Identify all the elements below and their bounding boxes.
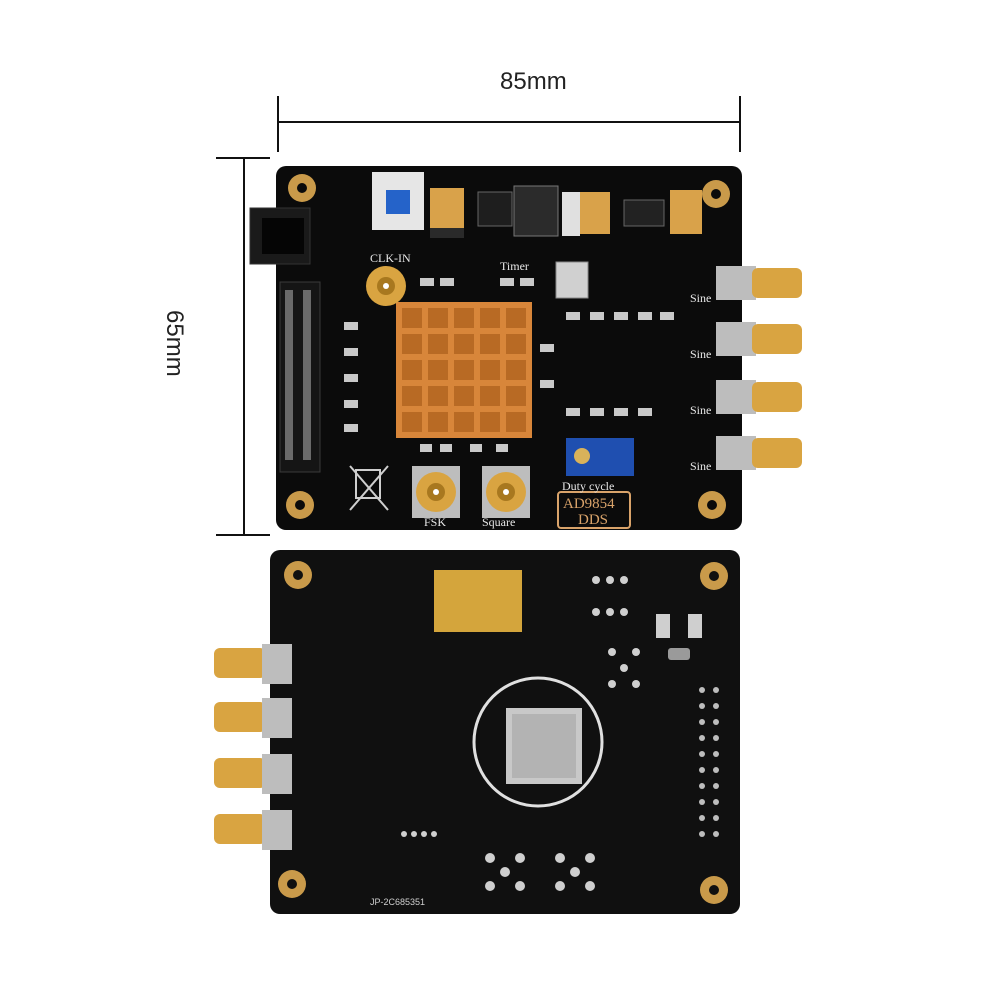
duty-cycle-label: Duty cycle bbox=[562, 479, 614, 493]
clk-in-sma-connector bbox=[366, 266, 406, 306]
sine-sma-connectors bbox=[716, 266, 802, 470]
clk-in-label: CLK-IN bbox=[370, 251, 411, 265]
timer-label: Timer bbox=[500, 259, 529, 273]
sine-4-label: Sine bbox=[690, 459, 711, 473]
fsk-label: FSK bbox=[424, 515, 446, 529]
back-sma-connectors bbox=[214, 644, 292, 850]
width-dimension-line bbox=[277, 96, 741, 152]
square-sma-connector bbox=[482, 466, 530, 518]
duty-cycle-potentiometer bbox=[566, 438, 634, 476]
heatsink bbox=[396, 302, 532, 438]
front-board: CLK-IN Timer Sine Sine Sine Sine FSK Squ… bbox=[249, 166, 802, 530]
sine-3-label: Sine bbox=[690, 403, 711, 417]
chip-logo-box bbox=[557, 491, 631, 529]
gold-pad bbox=[434, 570, 522, 632]
back-header-pads bbox=[699, 687, 719, 837]
chip-name-label: AD9854 bbox=[563, 496, 615, 512]
height-dimension-line bbox=[216, 157, 270, 536]
serial-number-label: JP-2C685351 bbox=[370, 897, 425, 907]
fsk-sma-connector bbox=[412, 466, 460, 518]
sine-1-label: Sine bbox=[690, 291, 711, 305]
square-label: Square bbox=[482, 515, 515, 529]
width-dimension-label: 85mm bbox=[500, 68, 567, 95]
sine-2-label: Sine bbox=[690, 347, 711, 361]
back-board: JP-2C685351 bbox=[214, 550, 740, 914]
chip-ring bbox=[472, 676, 604, 808]
weee-icon bbox=[349, 465, 389, 511]
chip-sub-label: DDS bbox=[578, 512, 608, 528]
